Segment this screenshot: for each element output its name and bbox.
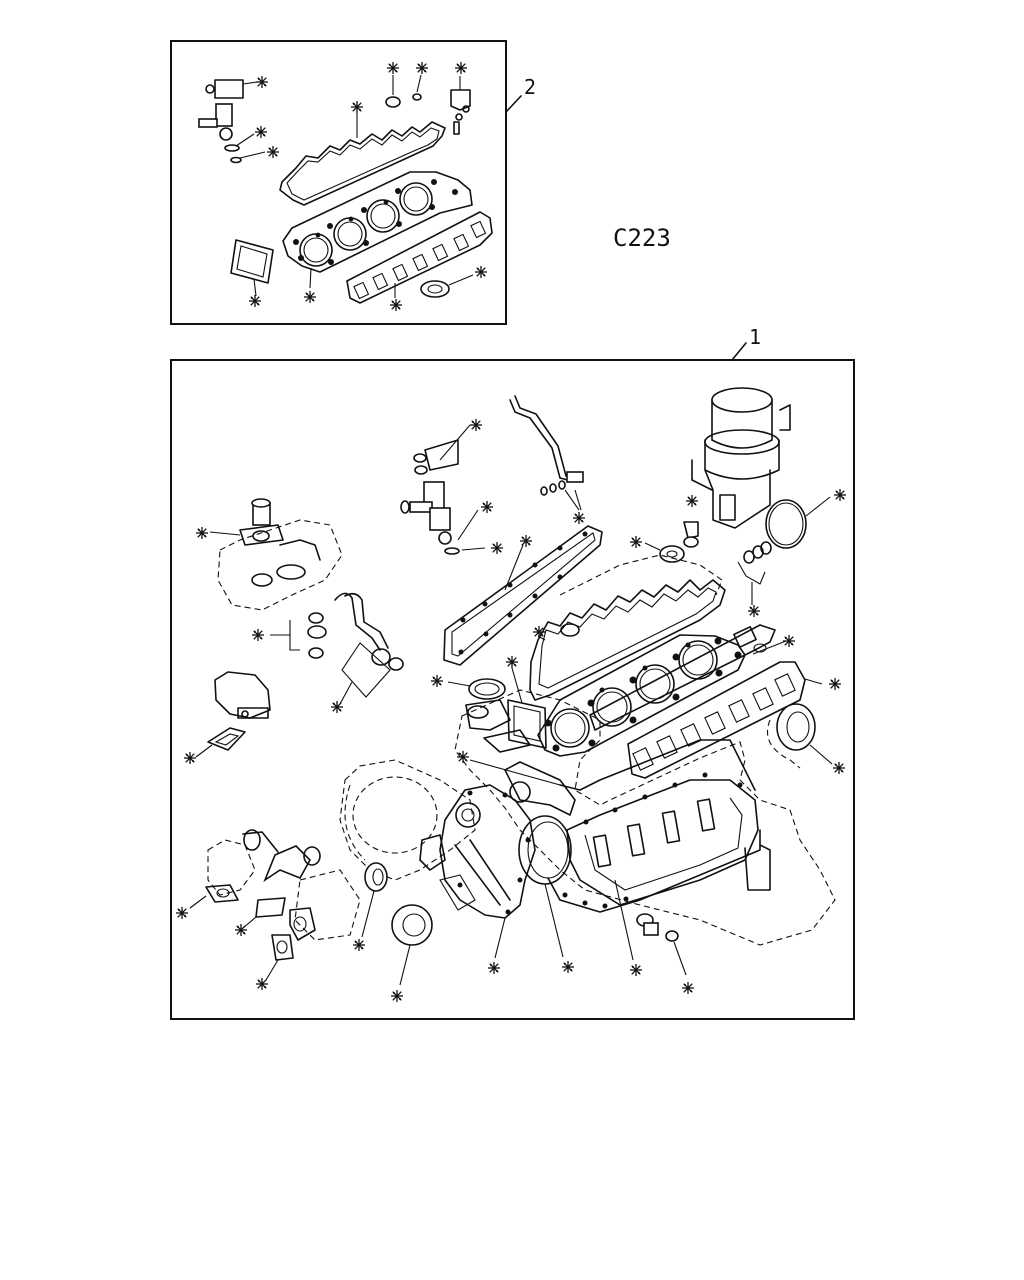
engine-block-outline	[454, 689, 836, 946]
part-markers-kit-1	[175, 418, 847, 1003]
valve-cover-gasket-small	[279, 113, 446, 206]
head-gasket-small	[282, 171, 473, 289]
front-cover	[439, 784, 536, 959]
square-gasket-small	[230, 239, 274, 297]
drawing-code: C223	[613, 224, 671, 252]
oil-pan	[559, 739, 771, 906]
front-cover-gasket-ring	[518, 815, 572, 958]
oil-seal-small	[420, 274, 474, 298]
intake-manifold-gasket	[589, 624, 787, 731]
valve-cover-gasket-main	[443, 525, 603, 666]
crank-seal-front	[361, 862, 388, 938]
thermostat-housing	[209, 498, 343, 611]
fuel-pipe	[509, 395, 584, 511]
timing-gear-case	[339, 759, 476, 881]
head-gasket-main	[537, 634, 746, 757]
kit-2-panel: 2	[170, 40, 536, 325]
valve-cover-gasket-wavy	[529, 554, 726, 701]
o-ring-large	[765, 496, 831, 549]
water-inlet-elbow	[189, 829, 361, 981]
callout-2: 2	[524, 75, 536, 99]
drain-plug	[636, 913, 687, 976]
kit-1-frame	[170, 359, 855, 1020]
exhaust-manifold-gasket-main	[627, 661, 823, 779]
kit-1-panel: 1	[170, 325, 855, 1020]
crank-seal-large	[391, 904, 433, 986]
rect-gasket-main	[507, 667, 547, 749]
turbo-flange-gasket	[447, 678, 506, 700]
water-bypass-pipe	[270, 592, 404, 705]
side-cover-small	[195, 671, 271, 758]
front-cover-gaskets	[419, 759, 576, 911]
injector-small	[198, 79, 266, 164]
filter-washers	[644, 521, 772, 605]
injector-main	[400, 424, 486, 555]
manifold-gasket-small	[346, 211, 493, 304]
kit-2-frame	[170, 40, 507, 325]
oil-pan-gasket	[547, 829, 761, 961]
rear-crankshaft-seal	[766, 703, 833, 769]
small-washers	[385, 74, 471, 135]
oil-filter-assembly	[691, 387, 791, 529]
callout-1: 1	[749, 325, 761, 349]
